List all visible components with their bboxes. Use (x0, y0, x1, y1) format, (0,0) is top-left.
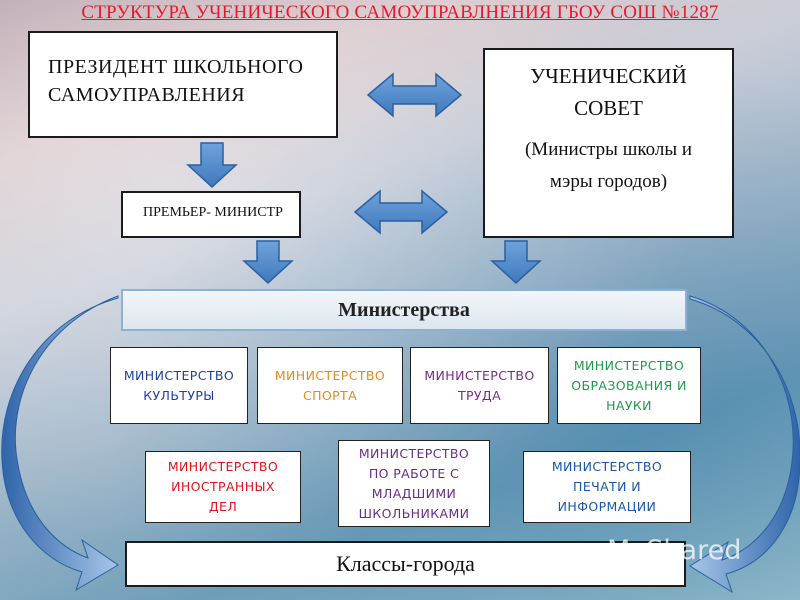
ministry-sport: МИНИСТЕРСТВО СПОРТА (257, 347, 403, 424)
ministry-press: МИНИСТЕРСТВО ПЕЧАТИ И ИНФОРМАЦИИ (523, 451, 691, 523)
ministry-education-text: МИНИСТЕРСТВО ОБРАЗОВАНИЯ И НАУКИ (571, 356, 686, 416)
ministry-line4: ШКОЛЬНИКАМИ (358, 505, 470, 521)
ministry-line3: ИНФОРМАЦИИ (557, 499, 657, 514)
council-line4: мэры городов) (549, 171, 668, 192)
student-council-box: УЧЕНИЧЕСКИЙ СОВЕТ (Министры школы и мэры… (483, 48, 734, 238)
ministry-foreign-affairs-text: МИНИСТЕРСТВО ИНОСТРАННЫХ ДЕЛ (168, 457, 278, 517)
prime-minister-box: ПРЕМЬЕР- МИНИСТР (121, 191, 301, 238)
left-curved-arrow (1, 295, 119, 592)
ministry-line3: МЛАДШИМИ (371, 485, 457, 501)
page-title: СТРУКТУРА УЧЕНИЧЕСКОГО САМОУПРАВЛНЕНИЯ Г… (81, 2, 719, 23)
ministry-line1: МИНИСТЕРСТВО (358, 445, 470, 461)
ministries-header-box: Министерства (121, 289, 687, 331)
president-line2: САМОУПРАВЛЕНИЯ (48, 84, 246, 106)
ministry-junior-students: МИНИСТЕРСТВО ПО РАБОТЕ С МЛАДШИМИ ШКОЛЬНИКА… (338, 440, 490, 527)
ministry-line1: МИНИСТЕРСТВО (573, 357, 685, 373)
ministry-line1: МИНИСТЕРСТВО (274, 367, 386, 383)
ministry-line2: КУЛЬТУРЫ (143, 387, 215, 403)
ministry-line2: ОБРАЗОВАНИЯ И (571, 377, 687, 393)
ministry-line1: МИНИСТЕРСТВО (167, 459, 279, 474)
classes-cities-box: Классы-города (125, 541, 686, 587)
ministry-labor-text: МИНИСТЕРСТВО ТРУДА (424, 366, 534, 406)
down-arrow-council (490, 240, 542, 285)
ministries-header-label: Министерства (338, 299, 470, 321)
ministry-line2: ТРУДА (457, 387, 502, 403)
down-arrow-premier (242, 240, 294, 285)
prime-minister-label: ПРЕМЬЕР- МИНИСТР (143, 205, 283, 220)
double-arrow-middle (353, 189, 449, 235)
ministry-press-text: МИНИСТЕРСТВО ПЕЧАТИ И ИНФОРМАЦИИ (552, 457, 662, 517)
council-line1: УЧЕНИЧЕСКИЙ (530, 64, 687, 88)
ministry-culture: МИНИСТЕРСТВО КУЛЬТУРЫ (110, 347, 248, 424)
ministry-line3: ДЕЛ (208, 499, 238, 514)
ministry-education: МИНИСТЕРСТВО ОБРАЗОВАНИЯ И НАУКИ (557, 347, 701, 424)
ministry-line2: ИНОСТРАННЫХ (171, 479, 275, 494)
ministry-line1: МИНИСТЕРСТВО (123, 367, 235, 383)
ministry-junior-students-text: МИНИСТЕРСТВО ПО РАБОТЕ С МЛАДШИМИ ШКОЛЬНИКА… (359, 444, 470, 524)
ministry-labor: МИНИСТЕРСТВО ТРУДА (410, 347, 549, 424)
council-line3: (Министры школы и (524, 139, 693, 160)
ministry-line2: ПО РАБОТЕ С (368, 465, 460, 481)
president-line1: ПРЕЗИДЕНТ ШКОЛЬНОГО (48, 56, 304, 78)
ministry-foreign-affairs: МИНИСТЕРСТВО ИНОСТРАННЫХ ДЕЛ (145, 451, 301, 523)
ministry-culture-text: МИНИСТЕРСТВО КУЛЬТУРЫ (124, 366, 234, 406)
president-box: ПРЕЗИДЕНТ ШКОЛЬНОГО САМОУПРАВЛЕНИЯ (28, 31, 338, 138)
ministry-line1: МИНИСТЕРСТВО (424, 367, 535, 383)
double-arrow-top (366, 72, 463, 118)
ministry-line2: СПОРТА (302, 387, 358, 403)
council-line2: СОВЕТ (574, 96, 643, 120)
classes-cities-label: Классы-города (336, 551, 475, 576)
watermark: MyShared (607, 535, 742, 566)
down-arrow-president (186, 142, 238, 189)
ministry-line1: МИНИСТЕРСТВО (551, 459, 663, 474)
right-curved-arrow (689, 295, 800, 594)
ministry-sport-text: МИНИСТЕРСТВО СПОРТА (275, 366, 385, 406)
ministry-line2: ПЕЧАТИ И (573, 479, 641, 494)
ministry-line3: НАУКИ (606, 397, 652, 413)
